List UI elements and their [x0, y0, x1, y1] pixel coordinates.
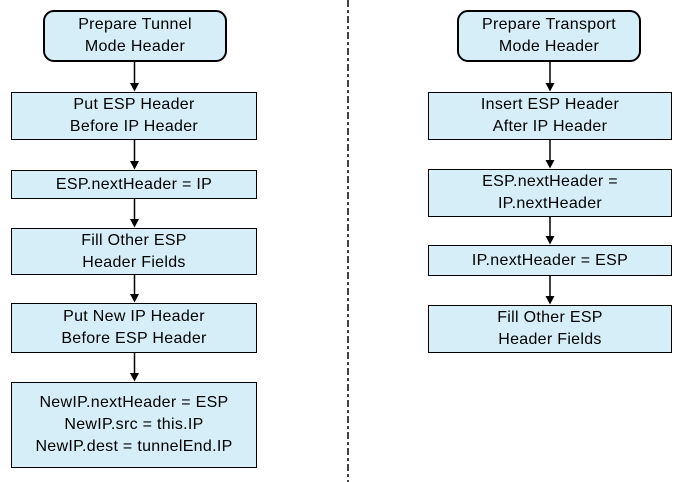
- flow-arrow-down-icon: [130, 62, 139, 92]
- step-newip-field-assignments: NewIP.nextHeader = ESP NewIP.src = this.…: [11, 382, 257, 468]
- step-esp-nextheader-equals-ip-nextheader: ESP.nextHeader = IP.nextHeader: [428, 169, 672, 217]
- flow-arrow-down-icon: [545, 217, 555, 245]
- flow-arrow-down-icon: [130, 275, 139, 303]
- flow-arrow-down-icon: [545, 62, 555, 92]
- flow-arrow-down-icon: [545, 140, 555, 169]
- terminator-prepare-transport-mode-header: Prepare Transport Mode Header: [457, 10, 641, 62]
- flow-arrow-down-icon: [130, 140, 139, 170]
- step-ip-nextheader-equals-esp: IP.nextHeader = ESP: [428, 245, 672, 276]
- flow-arrow-down-icon: [130, 199, 139, 228]
- flow-arrow-down-icon: [545, 276, 555, 305]
- step-fill-other-esp-header-fields-tunnel: Fill Other ESP Header Fields: [11, 228, 257, 275]
- flow-arrow-down-icon: [130, 353, 139, 382]
- step-put-esp-header-before-ip-header: Put ESP Header Before IP Header: [11, 92, 257, 140]
- step-esp-nextheader-equals-ip: ESP.nextHeader = IP: [11, 170, 257, 199]
- step-fill-other-esp-header-fields-transport: Fill Other ESP Header Fields: [428, 305, 672, 353]
- step-put-new-ip-header-before-esp-header: Put New IP Header Before ESP Header: [11, 303, 257, 353]
- step-insert-esp-header-after-ip-header: Insert ESP Header After IP Header: [428, 92, 672, 140]
- terminator-prepare-tunnel-mode-header: Prepare Tunnel Mode Header: [43, 10, 227, 62]
